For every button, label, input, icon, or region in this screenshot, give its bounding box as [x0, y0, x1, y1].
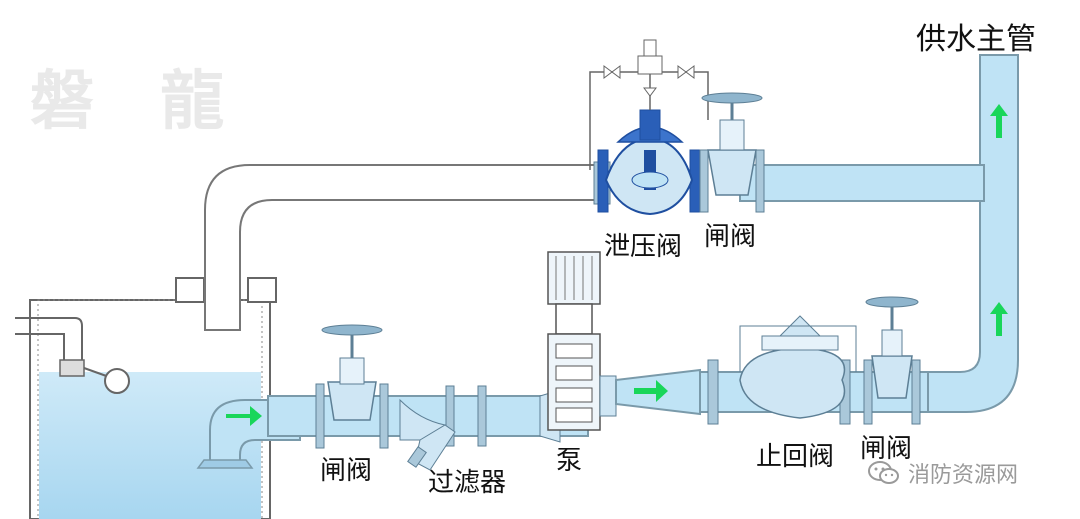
wechat-icon	[868, 461, 899, 484]
label-check-valve: 止回阀	[756, 442, 835, 472]
arrow-up-icon	[990, 104, 1008, 138]
relief-valve	[589, 39, 709, 216]
gate-valve-left	[315, 324, 389, 449]
float-ball	[104, 368, 130, 394]
label-relief-valve: 泄压阀	[604, 232, 683, 262]
footer-brand: 消防资源网	[868, 457, 1018, 489]
pump	[547, 251, 617, 431]
label-main-supply: 供水主管	[916, 22, 1036, 57]
gate-valve-top	[699, 92, 765, 213]
arrow-right-icon	[634, 380, 668, 402]
label-strainer: 过滤器	[428, 468, 507, 498]
arrow-up-icon	[990, 302, 1008, 336]
label-gate-valve-right: 闸阀	[860, 434, 913, 464]
label-pump: 泵	[556, 446, 583, 476]
arrow-right-icon	[226, 406, 262, 426]
label-gate-valve-left: 闸阀	[320, 456, 373, 486]
strainer	[399, 385, 487, 471]
check-valve	[707, 315, 857, 425]
gate-valve-right	[863, 296, 921, 425]
label-gate-valve-top: 闸阀	[704, 222, 757, 252]
flow-arrows	[226, 104, 1008, 426]
top-branch-pipe	[739, 164, 985, 202]
watermark-text: 磐 龍	[30, 65, 247, 139]
footer-brand-text: 消防资源网	[908, 463, 1019, 488]
